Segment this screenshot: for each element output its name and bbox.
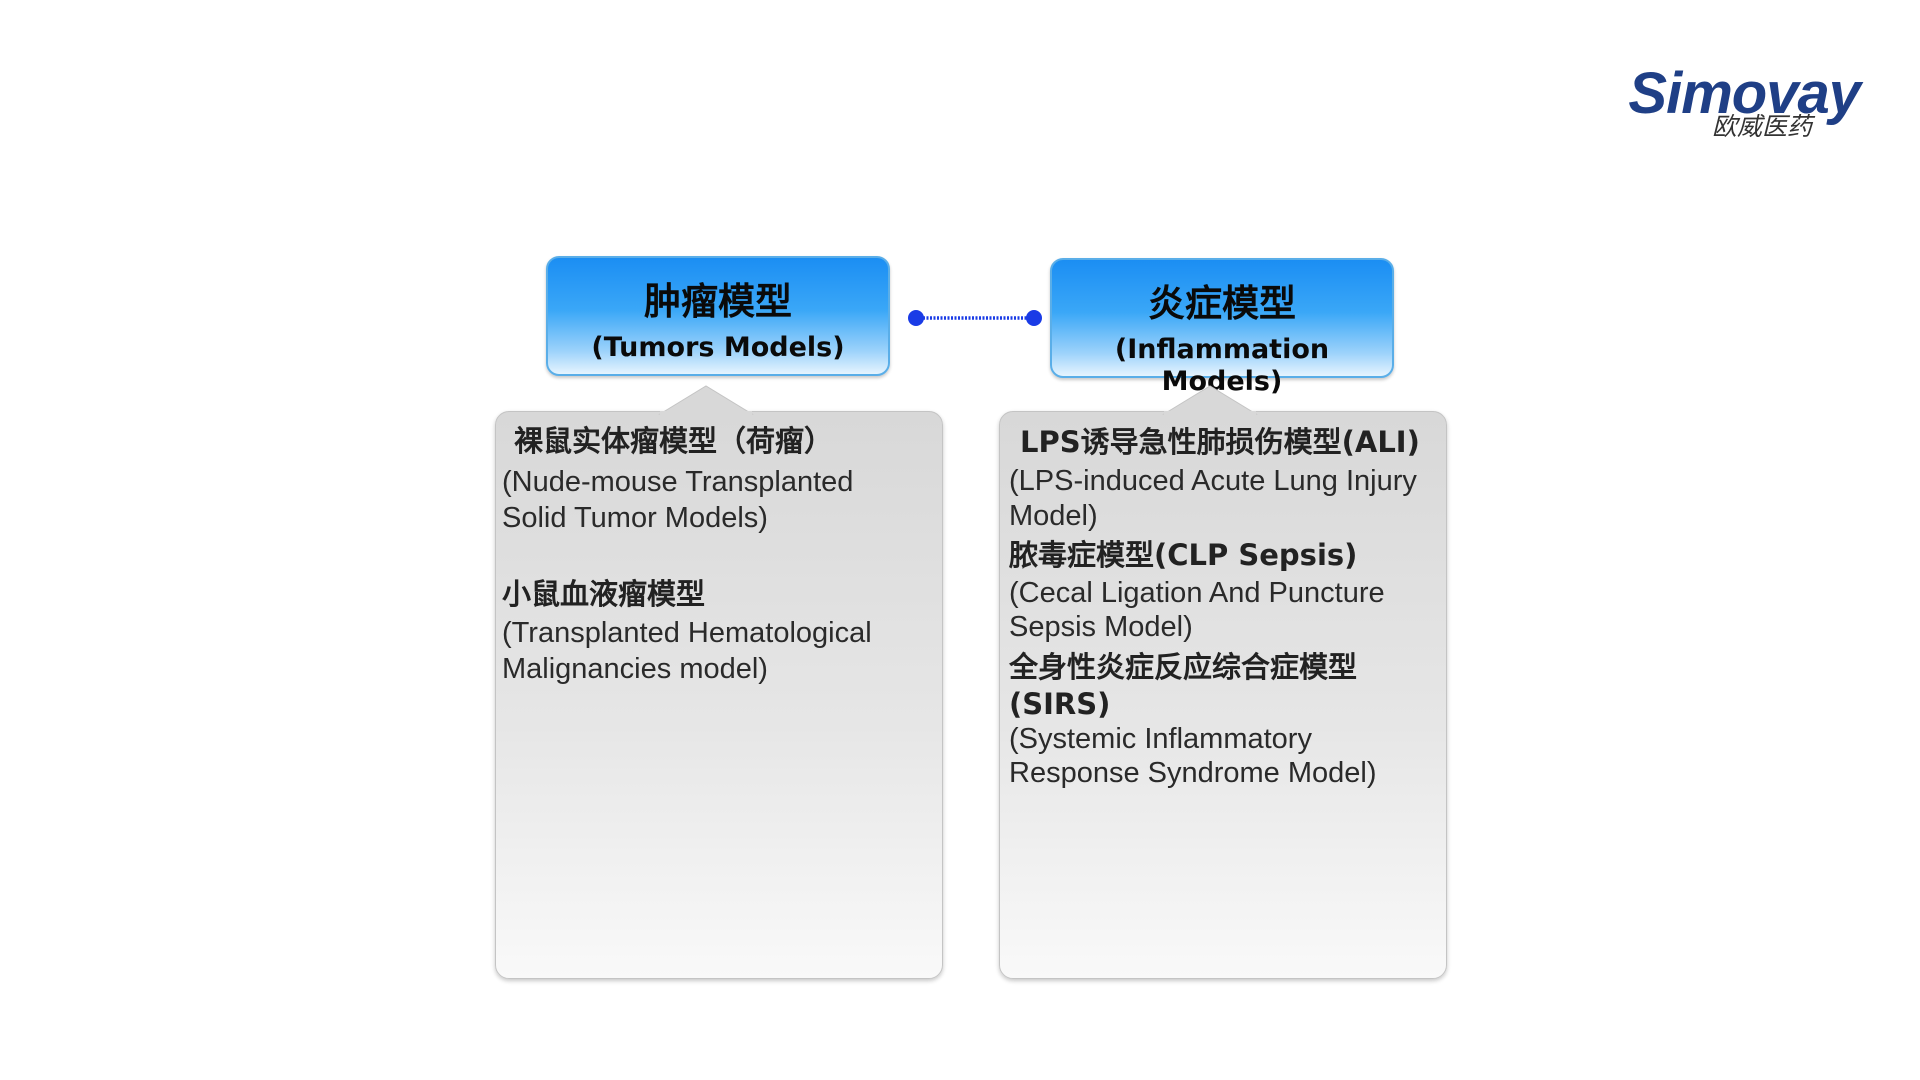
ali-model-desc-1: (LPS-induced Acute Lung Injury <box>1009 465 1417 497</box>
inflammation-title-en: (Inflammation Models) <box>1114 334 1330 397</box>
sirs-model-name-1: 全身性炎症反应综合症模型 <box>1009 650 1358 684</box>
nude-mouse-model-name: 裸鼠实体瘤模型（荷瘤） <box>514 424 834 458</box>
logo-chinese-text: 欧威医药 <box>1711 112 1812 141</box>
hematological-model-name: 小鼠血液瘤模型 <box>502 577 706 611</box>
connector-line <box>908 310 1042 326</box>
simovay-logo: Simovay 欧威医药 <box>1600 61 1861 152</box>
inflammation-card-pointer <box>1162 385 1258 417</box>
clp-sepsis-model-name: 脓毒症模型(CLP Sepsis) <box>1009 538 1358 572</box>
connector-start-dot <box>908 310 924 326</box>
logo-brand-text: Simovay <box>1628 61 1861 126</box>
tumor-title-en: (Tumors Models) <box>591 332 845 363</box>
sirs-model-desc-1: (Systemic Inflammatory <box>1009 723 1312 755</box>
ali-model-desc-2: Model) <box>1009 500 1098 532</box>
hematological-model-desc-1: (Transplanted Hematological <box>502 617 872 649</box>
tumor-models-header: 肿瘤模型 (Tumors Models) <box>546 256 890 376</box>
sirs-model-desc-2: Response Syndrome Model) <box>1009 757 1377 789</box>
clp-sepsis-model-desc-1: (Cecal Ligation And Puncture <box>1009 577 1385 609</box>
sirs-model-name-2: (SIRS) <box>1009 687 1111 721</box>
ali-model-name: LPS诱导急性肺损伤模型(ALI) <box>1020 425 1420 459</box>
connector-end-dot <box>1026 310 1042 326</box>
nude-mouse-model-desc-1: (Nude-mouse Transplanted <box>502 466 854 498</box>
tumor-title-cn: 肿瘤模型 <box>644 280 792 323</box>
inflammation-models-card <box>999 411 1447 979</box>
clp-sepsis-model-desc-2: Sepsis Model) <box>1009 611 1193 643</box>
inflammation-models-header: 炎症模型 (Inflammation Models) <box>1050 258 1394 397</box>
inflammation-title-cn: 炎症模型 <box>1148 282 1296 325</box>
tumor-card-pointer <box>658 385 754 417</box>
nude-mouse-model-desc-2: Solid Tumor Models) <box>502 502 768 534</box>
hematological-model-desc-2: Malignancies model) <box>502 653 768 685</box>
